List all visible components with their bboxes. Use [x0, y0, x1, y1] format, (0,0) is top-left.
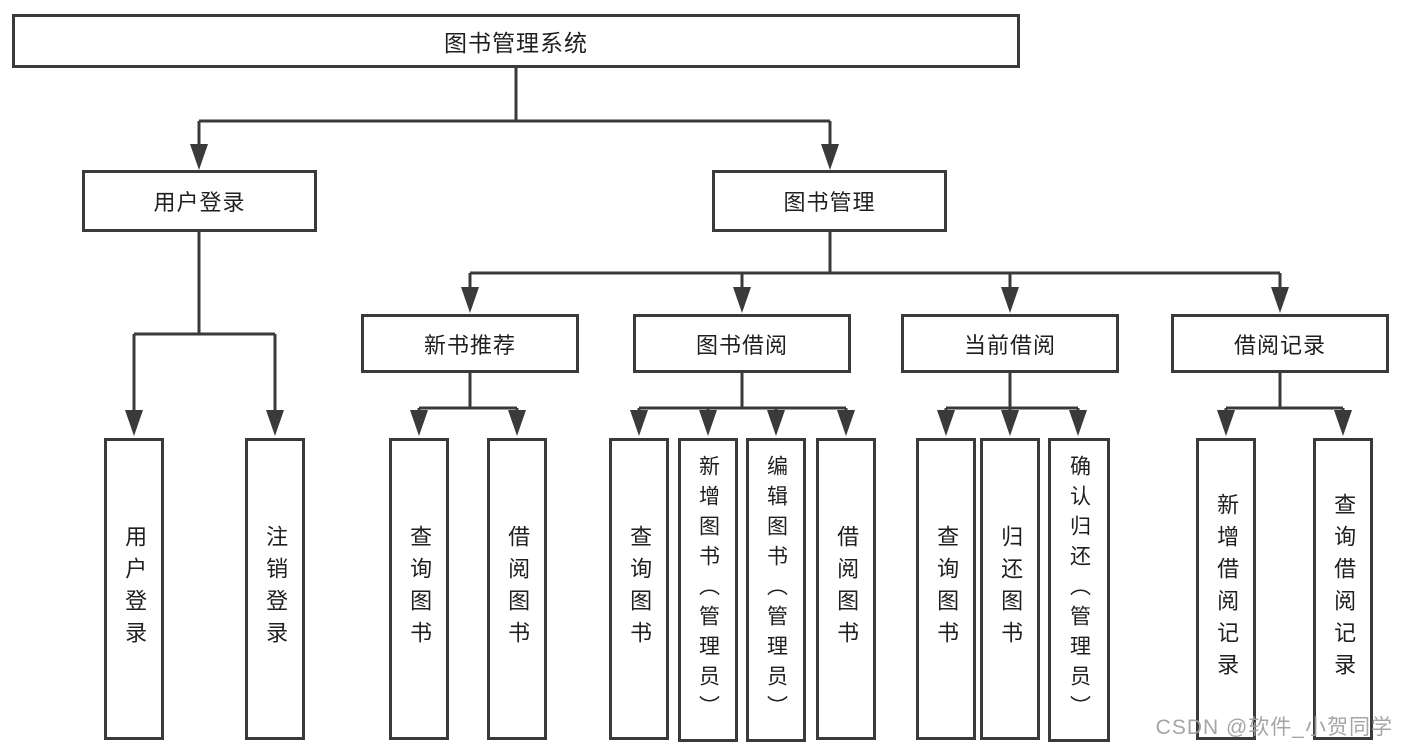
node-leaf-logout: 注销登录	[245, 438, 305, 740]
node-leaf-query-borrow-record: 查询借阅记录	[1313, 438, 1373, 740]
node-root: 图书管理系统	[12, 14, 1020, 68]
node-leaf-confirm-return-admin: 确认归还（管理员）	[1048, 438, 1110, 742]
leaf-label: 确认归还（管理员）	[1067, 455, 1091, 725]
leaf-label: 编辑图书（管理员）	[764, 455, 788, 725]
node-borrow-records: 借阅记录	[1171, 314, 1389, 373]
leaf-label: 查询图书	[934, 525, 960, 653]
leaf-label: 借阅图书	[505, 525, 531, 653]
node-leaf-query-book-2: 查询图书	[609, 438, 669, 740]
leaf-label: 查询图书	[407, 525, 433, 653]
node-leaf-return-book: 归还图书	[980, 438, 1040, 740]
node-user-login: 用户登录	[82, 170, 317, 232]
node-leaf-add-borrow-record: 新增借阅记录	[1196, 438, 1256, 740]
leaf-label: 借阅图书	[834, 525, 860, 653]
leaf-label: 查询借阅记录	[1331, 493, 1357, 685]
leaf-label: 新增借阅记录	[1214, 493, 1240, 685]
node-new-book-recommend: 新书推荐	[361, 314, 579, 373]
node-leaf-borrow-book-2: 借阅图书	[816, 438, 876, 740]
node-leaf-add-book-admin: 新增图书（管理员）	[678, 438, 738, 742]
node-leaf-borrow-book-1: 借阅图书	[487, 438, 547, 740]
node-book-borrow: 图书借阅	[633, 314, 851, 373]
node-leaf-edit-book-admin: 编辑图书（管理员）	[746, 438, 806, 742]
leaf-label: 注销登录	[263, 525, 289, 653]
node-leaf-query-book-3: 查询图书	[916, 438, 976, 740]
leaf-label: 用户登录	[122, 525, 148, 653]
node-leaf-query-book-1: 查询图书	[389, 438, 449, 740]
leaf-label: 归还图书	[998, 525, 1024, 653]
node-current-borrow: 当前借阅	[901, 314, 1119, 373]
watermark: CSDN @软件_小贺同学	[1155, 716, 1393, 739]
leaf-label: 新增图书（管理员）	[696, 455, 720, 725]
leaf-label: 查询图书	[627, 525, 653, 653]
node-leaf-user-login: 用户登录	[104, 438, 164, 740]
node-book-management: 图书管理	[712, 170, 947, 232]
